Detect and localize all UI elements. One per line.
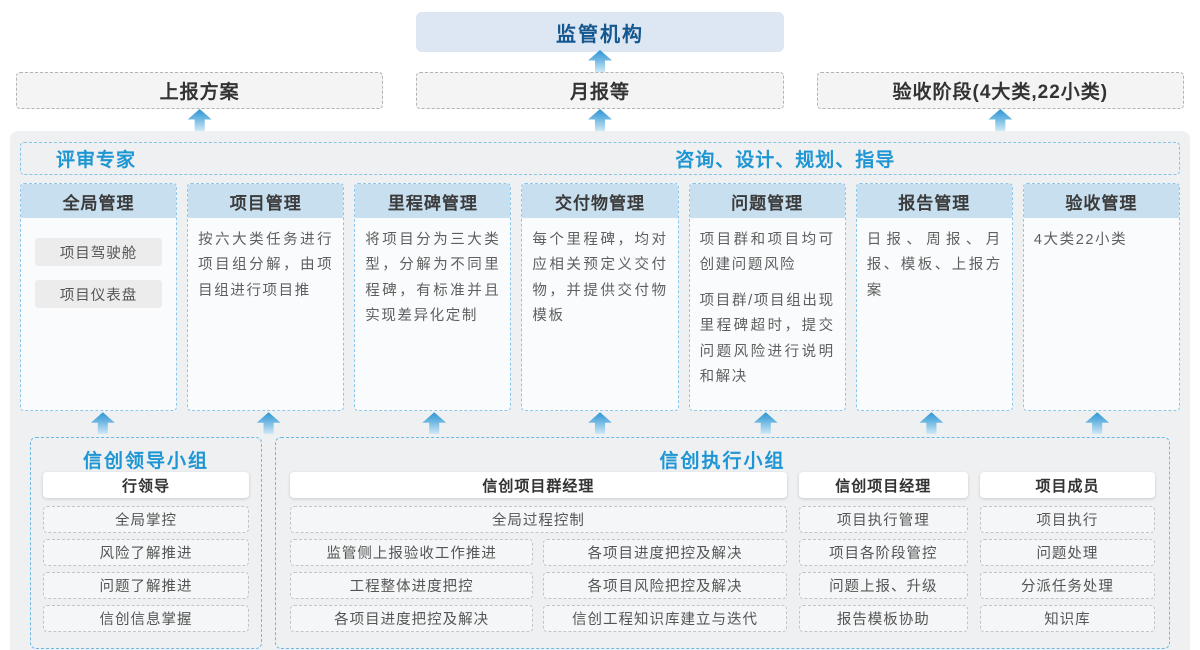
task-item: 问题了解推进 [43,572,249,600]
up-arrow-icon [187,109,212,131]
task-item: 全局过程控制 [290,506,787,534]
task-item: 风险了解推进 [43,539,249,567]
column-description: 日报、周报、月报、模板、上报方案 [866,232,1002,299]
column-deliverable-management: 交付物管理 每个里程碑，均对应相关预定义交付物，并提供交付物模板 [521,183,679,412]
column-project-management: 项目管理 按六大类任务进行项目组分解，由项目组进行项目推 [187,183,345,412]
task-item: 分派任务处理 [979,572,1155,600]
column-milestone-management: 里程碑管理 将项目分为三大类型，分解为不同里程碑，有标准并且实现差异化定制 [354,183,512,412]
arrows-to-columns [20,411,1180,436]
up-arrow-icon [753,412,778,435]
up-arrow-icon [422,412,447,435]
column-report-management: 报告管理 日报、周报、月报、模板、上报方案 [855,183,1013,412]
group-title: 信创执行小组 [659,451,786,473]
task-item: 报告模板协助 [798,605,968,633]
chip-project-dashboard: 项目仪表盘 [35,280,163,308]
role-project-member: 项目成员 [979,472,1155,499]
up-arrow-icon [587,109,612,131]
column-header: 交付物管理 [522,184,678,218]
up-arrow-icon [919,412,944,435]
column-issue-management: 问题管理 项目群和项目均可创建问题风险 项目群/项目组出现里程碑超时，提交问题风… [688,183,846,412]
column-description: 按六大类任务进行项目组分解，由项目组进行项目推 [198,232,334,299]
up-arrow-icon [588,50,612,72]
column-description: 每个里程碑，均对应相关预定义交付物，并提供交付物模板 [532,232,668,325]
arrows-to-outputs [0,109,1200,131]
output-box-report-plan: 上报方案 [16,72,384,109]
output-box-acceptance-phase: 验收阶段(4大类,22小类) [816,72,1184,109]
up-arrow-icon [90,412,115,435]
column-header: 里程碑管理 [355,184,511,218]
expert-strip: 评审专家 咨询、设计、规划、指导 [20,142,1180,175]
subgroup-program-manager: 信创项目群经理 全局过程控制 监管侧上报验收工作推进 工程整体进度把控 各项目进… [290,472,787,633]
task-item: 监管侧上报验收工作推进 [290,539,534,567]
group-xinchuang-leadership: 信创领导小组 行领导 全局掌控 风险了解推进 问题了解推进 信创信息掌握 [30,437,262,650]
group-xinchuang-executive: 信创执行小组 信创项目群经理 全局过程控制 监管侧上报验收工作推进 工程整体进度… [275,437,1170,650]
up-arrow-icon [588,412,612,435]
task-item: 项目各阶段管控 [798,539,968,567]
column-global-management: 全局管理 项目驾驶舱 项目仪表盘 [20,183,178,412]
column-header: 报告管理 [856,184,1012,218]
task-item: 全局掌控 [43,506,249,534]
subgroup-project-manager: 信创项目经理 项目执行管理 项目各阶段管控 问题上报、升级 报告模板协助 [798,472,968,633]
chip-project-cockpit: 项目驾驶舱 [35,238,163,266]
task-item: 信创信息掌握 [43,605,249,633]
task-item: 各项目进度把控及解决 [290,605,534,633]
task-item: 信创工程知识库建立与迭代 [543,605,787,633]
column-description: 项目群/项目组出现里程碑超时，提交问题风险进行说明和解决 [699,292,835,385]
task-item: 项目执行 [979,506,1155,534]
column-acceptance-management: 验收管理 4大类22小类 [1022,183,1180,412]
task-item: 知识库 [979,605,1155,633]
task-item: 问题上报、升级 [798,572,968,600]
task-item: 项目执行管理 [798,506,968,534]
management-columns: 全局管理 项目驾驶舱 项目仪表盘 项目管理 按六大类任务进行项目组分解，由项目组… [20,183,1180,412]
column-description: 项目群和项目均可创建问题风险 [699,232,835,274]
column-description: 4大类22小类 [1033,232,1128,248]
bottom-groups: 信创领导小组 行领导 全局掌控 风险了解推进 问题了解推进 信创信息掌握 信创执… [20,437,1180,650]
role-project-manager: 信创项目经理 [798,472,968,499]
review-experts-title: 评审专家 [56,150,137,171]
consulting-title: 咨询、设计、规划、指导 [675,150,896,171]
outputs-row: 上报方案 月报等 验收阶段(4大类,22小类) [0,72,1200,109]
group-title: 信创领导小组 [82,451,209,473]
up-arrow-icon [256,412,281,435]
platform-container: 评审专家 咨询、设计、规划、指导 全局管理 项目驾驶舱 项目仪表盘 项目管理 按… [10,131,1190,650]
column-header: 项目管理 [188,184,344,218]
subgroup-project-member: 项目成员 项目执行 问题处理 分派任务处理 知识库 [979,472,1155,633]
column-header: 问题管理 [689,184,845,218]
up-arrow-icon [988,109,1013,131]
task-item: 问题处理 [979,539,1155,567]
task-item: 工程整体进度把控 [290,572,534,600]
role-bank-leaders: 行领导 [43,472,249,499]
task-item: 各项目进度把控及解决 [543,539,787,567]
up-arrow-icon [1085,412,1110,435]
regulator-box: 监管机构 [416,12,784,52]
column-description: 将项目分为三大类型，分解为不同里程碑，有标准并且实现差异化定制 [365,232,501,325]
role-program-manager: 信创项目群经理 [290,472,787,499]
column-header: 验收管理 [1023,184,1179,218]
task-item: 各项目风险把控及解决 [543,572,787,600]
column-header: 全局管理 [21,184,177,218]
output-box-monthly-report: 月报等 [416,72,784,109]
